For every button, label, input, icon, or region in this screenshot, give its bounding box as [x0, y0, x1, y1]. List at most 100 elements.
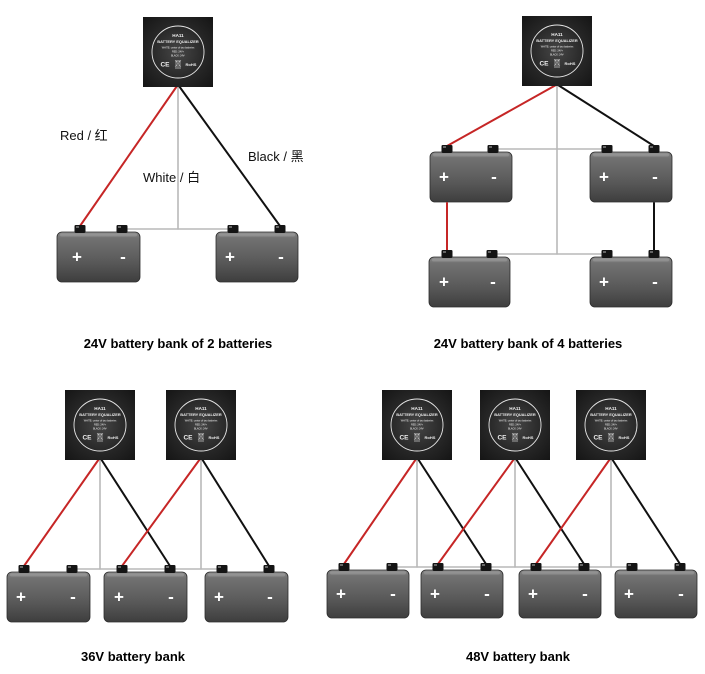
- equalizer-title: BATTERY EQUALIZER: [536, 38, 578, 43]
- terminal-post: [216, 565, 228, 573]
- terminal-post: [480, 563, 492, 571]
- negative-terminal: [648, 250, 660, 258]
- equalizer-title: BATTERY EQUALIZER: [180, 412, 222, 417]
- equalizer-title: BATTERY EQUALIZER: [494, 412, 536, 417]
- terminal-post: [441, 145, 453, 153]
- crossed-bin-icon: [96, 432, 104, 442]
- positive-terminal: [216, 565, 228, 573]
- terminal-highlight: [489, 146, 492, 148]
- negative-terminal: [486, 250, 498, 258]
- negative-label: -: [652, 272, 658, 291]
- battery-lid-highlight: [433, 153, 509, 157]
- equalizer-body: [65, 390, 135, 460]
- equalizer-black-note: BLACK: 24V-: [171, 55, 185, 58]
- equalizer-body: [382, 390, 452, 460]
- equalizer-label-ring: [73, 398, 127, 452]
- negative-terminal: [578, 563, 590, 571]
- negative-label: -: [582, 584, 588, 603]
- battery-lid-highlight: [522, 571, 598, 575]
- negative-terminal: [648, 145, 660, 153]
- terminal-highlight: [443, 251, 446, 253]
- red-wire: [535, 458, 611, 565]
- battery: +-: [428, 256, 511, 308]
- negative-terminal: [116, 225, 128, 233]
- terminal-highlight: [265, 566, 268, 568]
- battery-case: [326, 569, 410, 619]
- red-wire-label: Red / 红: [60, 128, 108, 143]
- negative-label: -: [120, 247, 126, 266]
- positive-terminal: [74, 225, 86, 233]
- ce-mark: CE: [160, 62, 170, 69]
- terminal-highlight: [650, 251, 653, 253]
- negative-terminal: [386, 563, 398, 571]
- terminal-post: [441, 250, 453, 258]
- battery-case: [589, 151, 673, 203]
- terminal-post: [674, 563, 686, 571]
- battery: +-: [326, 569, 410, 619]
- equalizer-white-note: WHITE: center of two batteries: [595, 420, 628, 423]
- equalizer-white-note: WHITE: center of two batteries: [84, 420, 117, 423]
- battery-case: [215, 231, 299, 283]
- terminal-highlight: [488, 251, 491, 253]
- equalizer-model: HA11: [172, 33, 184, 38]
- battery-case: [518, 569, 602, 619]
- negative-terminal: [66, 565, 78, 573]
- negative-terminal: [164, 565, 176, 573]
- negative-label: -: [652, 167, 658, 186]
- battery-case: [614, 569, 698, 619]
- rohs-mark: RoHS: [425, 435, 436, 440]
- positive-label: +: [114, 587, 124, 606]
- ce-mark: CE: [183, 435, 193, 442]
- terminal-highlight: [118, 566, 121, 568]
- terminal-post: [386, 563, 398, 571]
- terminal-highlight: [388, 564, 391, 566]
- white-wire-label: White / 白: [143, 170, 200, 185]
- equalizer-model: HA11: [195, 406, 207, 411]
- terminal-highlight: [482, 564, 485, 566]
- ce-mark: CE: [399, 435, 409, 442]
- negative-terminal: [480, 563, 492, 571]
- terminal-highlight: [532, 564, 535, 566]
- battery: +-: [429, 151, 513, 203]
- crossed-bin-icon: [197, 432, 205, 442]
- terminal-post: [227, 225, 239, 233]
- equalizer-white-note: WHITE: center of two batteries: [541, 46, 574, 49]
- terminal-highlight: [340, 564, 343, 566]
- battery-case: [6, 571, 91, 623]
- terminal-highlight: [276, 226, 279, 228]
- equalizer-white-note: WHITE: center of two batteries: [401, 420, 434, 423]
- equalizer-title: BATTERY EQUALIZER: [590, 412, 632, 417]
- black-wire: [100, 458, 171, 567]
- terminal-post: [263, 565, 275, 573]
- terminal-highlight: [118, 226, 121, 228]
- panel-caption-24v-2-batteries: 24V battery bank of 2 batteries: [84, 336, 273, 351]
- terminal-post: [601, 145, 613, 153]
- positive-label: +: [624, 584, 634, 603]
- terminal-post: [338, 563, 350, 571]
- terminals-layer: [18, 145, 686, 573]
- terminal-highlight: [603, 251, 606, 253]
- positive-terminal: [116, 565, 128, 573]
- battery-lid-highlight: [424, 571, 500, 575]
- battery-lid-highlight: [10, 573, 87, 577]
- battery-case: [103, 571, 188, 623]
- negative-terminal: [674, 563, 686, 571]
- battery-lid-highlight: [593, 153, 669, 157]
- equalizer-label-ring: [584, 398, 638, 452]
- terminal-highlight: [68, 566, 71, 568]
- positive-label: +: [214, 587, 224, 606]
- positive-label: +: [336, 584, 346, 603]
- battery: +-: [589, 256, 673, 308]
- equalizer-red-note: RED: 24V+: [605, 424, 618, 427]
- negative-terminal: [487, 145, 499, 153]
- red-wire: [121, 458, 201, 567]
- battery-lid-highlight: [593, 258, 669, 262]
- positive-label: +: [439, 167, 449, 186]
- positive-terminal: [441, 145, 453, 153]
- battery-lid-highlight: [432, 258, 507, 262]
- black-wire-label: Black / 黑: [248, 149, 304, 164]
- ce-mark: CE: [82, 435, 92, 442]
